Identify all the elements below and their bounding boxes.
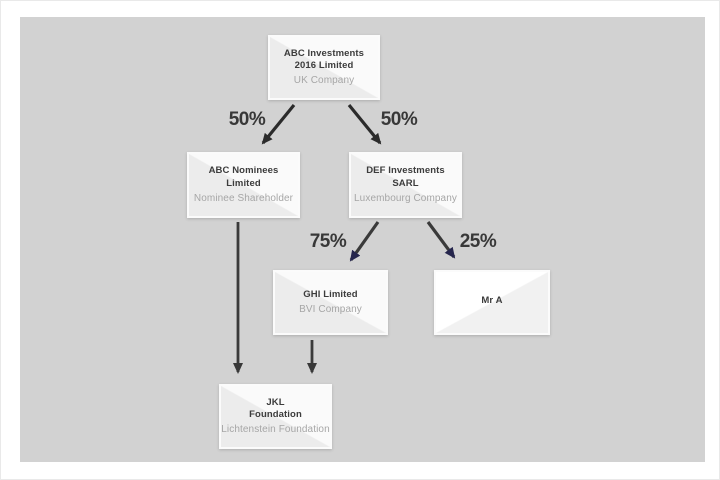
node-def-investments: DEF Investments SARL Luxembourg Company	[349, 152, 462, 218]
percent-label-abc-to-nominees: 50%	[228, 109, 266, 130]
percent-label-abc-to-def: 50%	[380, 109, 418, 130]
arrow-abc-to-nominees	[261, 103, 296, 145]
node-jkl-foundation: JKL Foundation Lichtenstein Foundation	[219, 384, 332, 449]
node-title: ABC Investments 2016 Limited	[283, 47, 365, 71]
arrow-def-to-ghi	[349, 221, 380, 262]
percent-label-def-to-ghi: 75%	[309, 231, 347, 252]
node-abc-nominees: ABC Nominees Limited Nominee Shareholder	[187, 152, 300, 218]
ownership-structure-canvas: ABC Investments 2016 Limited UK Company …	[20, 17, 705, 462]
node-subtitle: Nominee Shareholder	[193, 192, 294, 204]
percent-label-def-to-mra: 25%	[459, 231, 497, 252]
node-title: JKL Foundation	[249, 396, 302, 420]
node-subtitle: Lichtenstein Foundation	[221, 424, 330, 436]
arrow-def-to-mra	[426, 221, 456, 259]
node-mr-a: Mr A	[434, 270, 550, 335]
node-title: Mr A	[481, 294, 503, 306]
node-ghi-limited: GHI Limited BVI Company	[273, 270, 388, 335]
node-subtitle: BVI Company	[299, 304, 362, 316]
node-title: GHI Limited	[303, 288, 358, 300]
arrow-abc-to-def	[347, 103, 382, 145]
node-subtitle: UK Company	[293, 75, 355, 87]
arrows-layer	[233, 103, 456, 374]
node-subtitle: Luxembourg Company	[354, 192, 457, 204]
node-title: ABC Nominees Limited	[208, 165, 279, 189]
node-abc-investments: ABC Investments 2016 Limited UK Company	[268, 35, 380, 100]
node-title: DEF Investments SARL	[366, 165, 445, 189]
